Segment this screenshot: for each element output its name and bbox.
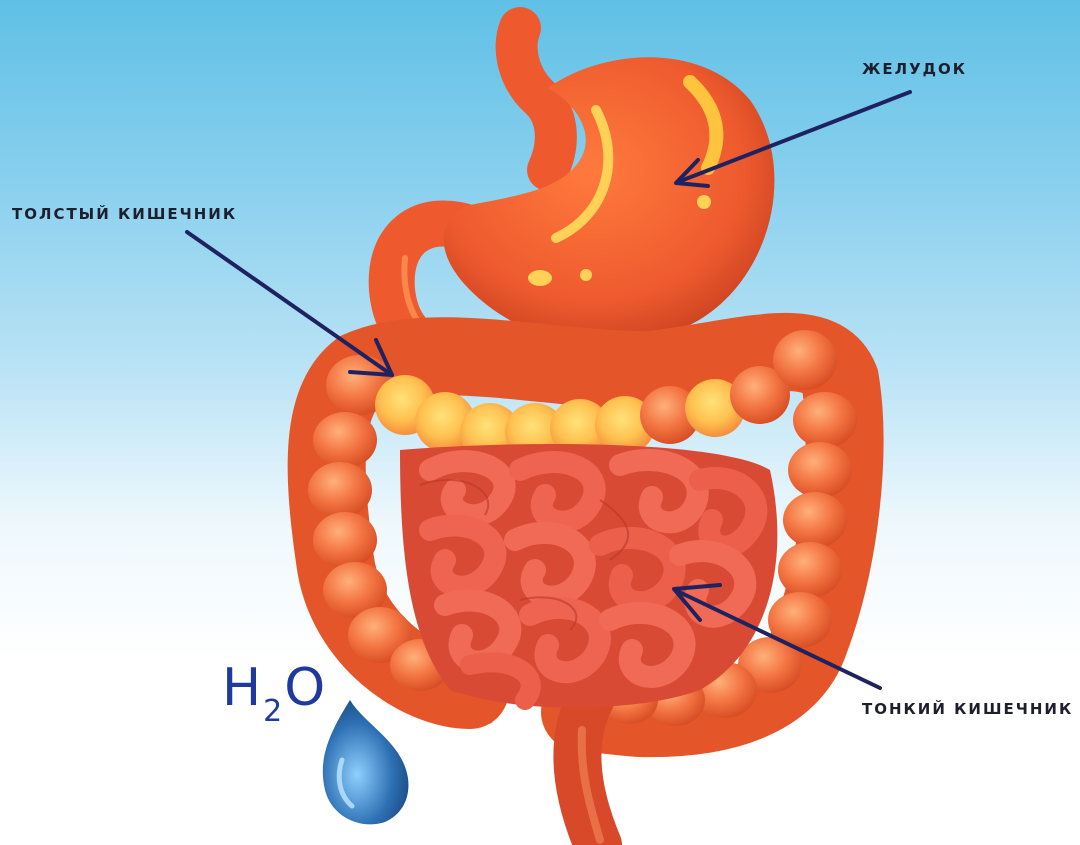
large-intestine-label: ТОЛСТЫЙ КИШЕЧНИК <box>12 205 237 223</box>
small-intestine-illustration <box>400 444 777 708</box>
water-formula-subscript: 2 <box>263 694 282 729</box>
water-formula-h: H <box>222 658 261 718</box>
large-intestine-arrow <box>187 232 392 375</box>
water-drop-icon <box>323 700 409 824</box>
water-formula: H2O <box>222 662 325 714</box>
small-intestine-label: ТОНКИЙ КИШЕЧНИК <box>862 700 1073 718</box>
stomach-illustration <box>392 28 775 358</box>
stomach-label: ЖЕЛУДОК <box>862 60 967 78</box>
water-formula-o: O <box>284 658 325 718</box>
